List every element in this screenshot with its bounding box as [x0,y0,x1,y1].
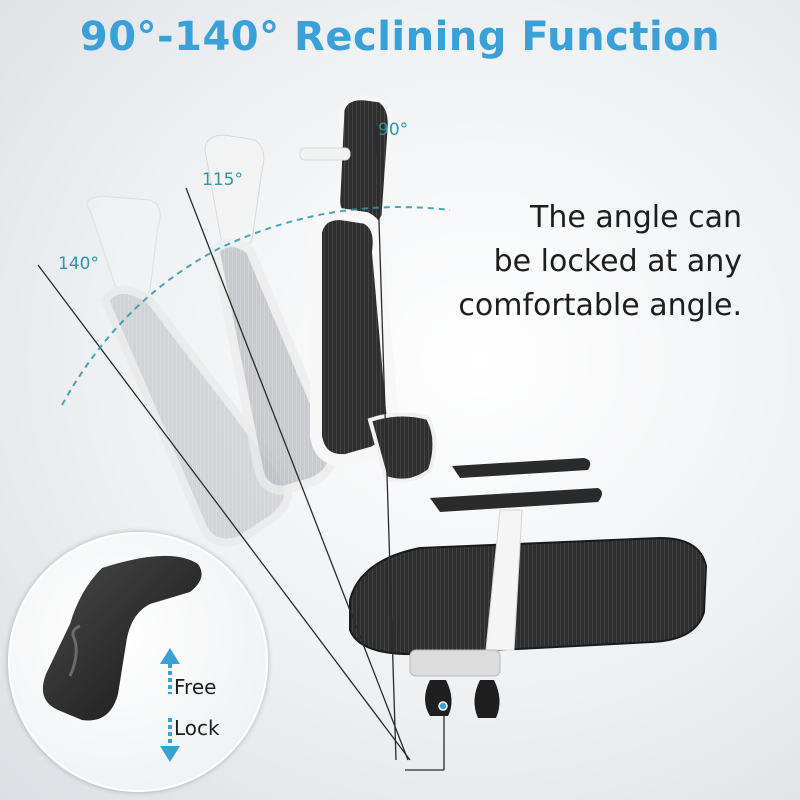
lock-label: Lock [174,716,220,740]
angle-label-140: 140° [58,254,99,274]
lever-closeup-inset: Free Lock [8,532,268,792]
description-line-2: be locked at any [493,244,742,279]
line-115 [185,187,409,761]
description-text: The angle can be locked at any comfortab… [458,196,742,328]
lever-illustration [42,555,202,762]
recline-arc [61,206,451,406]
description-line-3: comfortable angle. [458,288,742,323]
line-90 [375,125,397,761]
ghost-chair-140 [86,195,292,547]
page-title: 90°-140° Reclining Function [79,14,721,60]
chair-upright [299,95,708,718]
free-label: Free [174,675,217,699]
description-line-1: The angle can [530,200,742,235]
arrow-up-icon [160,648,180,694]
angle-label-90: 90° [378,120,409,140]
angle-label-115: 115° [202,170,243,190]
ghost-chair-115 [204,134,338,495]
arrow-down-icon [160,718,180,762]
